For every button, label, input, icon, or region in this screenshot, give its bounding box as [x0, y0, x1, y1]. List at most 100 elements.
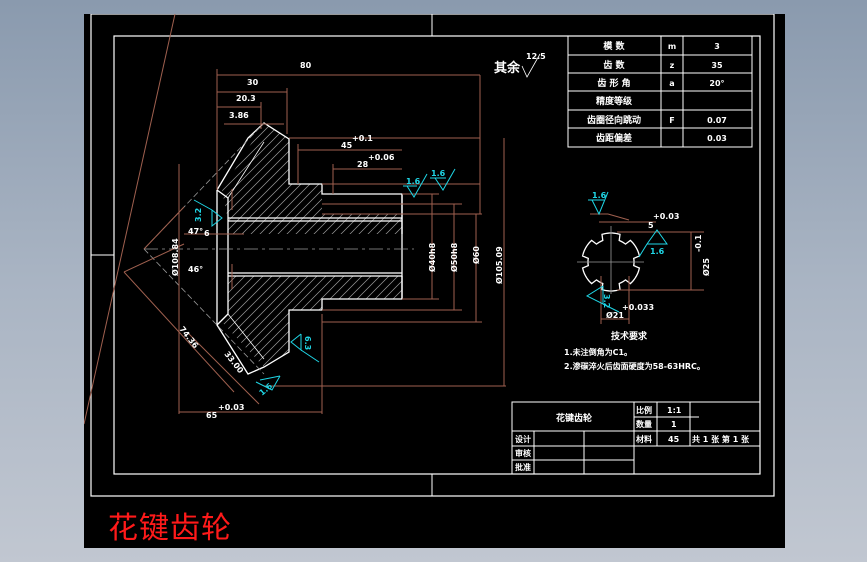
hatch-line: [658, 114, 785, 394]
roughness-other-symbol: [521, 53, 541, 78]
hatch-line: [84, 114, 200, 394]
hatch-line: [396, 276, 402, 367]
hatch-line: [222, 276, 300, 367]
dim-74-36: 74.36: [177, 325, 200, 351]
hatch-line: [676, 114, 785, 394]
hatch-line: [222, 276, 390, 367]
svg-text:1.6: 1.6: [406, 177, 421, 186]
hatch-line: [496, 114, 776, 394]
param-cell: F: [669, 116, 674, 125]
title-block: [511, 401, 761, 475]
qty-label: 数量: [636, 419, 652, 429]
hatch-line: [234, 276, 402, 367]
spline-section-view: [577, 191, 704, 324]
cad-drawing: 80 30 20.3 3.86 45 +0.1 28 +0.06 6 47° 4…: [83, 13, 785, 497]
param-cell: 精度等级: [596, 95, 633, 107]
dim-28: 28: [357, 160, 369, 169]
angle-47: 47°: [188, 227, 203, 236]
hatch-line: [306, 123, 402, 234]
hatch-line: [222, 276, 318, 367]
hatch-line: [222, 123, 402, 234]
sheets-count: 共 1 张 第 1 张: [692, 434, 750, 444]
svg-text:3.2: 3.2: [194, 208, 203, 222]
hatch-line: [84, 114, 164, 394]
dim-dia-40: Ø40h8: [427, 242, 437, 272]
hatch-line: [222, 123, 228, 234]
param-cell: 20°: [709, 79, 724, 88]
drawing-sheet: 80 30 20.3 3.86 45 +0.1 28 +0.06 6 47° 4…: [83, 13, 785, 548]
hatch-line: [222, 276, 402, 367]
roughness-other-label: 其余: [494, 60, 521, 76]
hatch-line: [222, 276, 354, 367]
hatch-line: [297, 276, 402, 367]
section-roughness-top: 1.6: [592, 191, 607, 200]
hatch-line: [270, 276, 402, 367]
hatch-line: [84, 114, 182, 394]
hatch-line: [222, 123, 402, 234]
dim-80: 80: [300, 61, 312, 70]
part-name: 花键齿轮: [556, 412, 592, 424]
hatch-line: [222, 123, 300, 234]
dim-20-3: 20.3: [236, 94, 256, 103]
dim-dia-108: Ø108.84: [170, 238, 180, 276]
material-value: 45: [668, 435, 680, 444]
tech-req-item: 1.未注倒角为C1。: [564, 347, 632, 357]
hatch-line: [84, 114, 182, 394]
hatch-line: [84, 114, 209, 394]
spline-width-tol: +0.03: [653, 212, 679, 221]
dim-28-tolerance: +0.06: [368, 153, 395, 162]
hatch-line: [222, 123, 390, 234]
qty-value: 1: [671, 420, 677, 429]
material-label: 材料: [636, 434, 652, 444]
hatch-line: [658, 114, 785, 394]
dim-3-86: 3.86: [229, 111, 249, 120]
dim-65: 65: [206, 411, 218, 420]
hatch-line: [222, 276, 309, 367]
hatch-line: [222, 123, 318, 234]
hatch-line: [222, 123, 327, 234]
dim-6: 6: [204, 229, 210, 238]
dim-dia-105: Ø105.09: [494, 246, 504, 284]
section-roughness-right: 1.6: [650, 247, 665, 256]
hatch-line: [667, 114, 785, 394]
hatch-line: [324, 123, 402, 234]
dim-33: 33.00: [222, 350, 245, 376]
hatch-line: [222, 276, 327, 367]
param-cell: z: [670, 61, 675, 70]
spline-outer-dia: Ø25: [701, 258, 711, 276]
hatch-line: [306, 276, 402, 367]
angle-46: 46°: [188, 265, 203, 274]
svg-text:1.6: 1.6: [431, 169, 446, 178]
param-cell: 齿圈径向跳动: [587, 114, 641, 126]
design-label: 设计: [515, 434, 531, 444]
dim-30: 30: [247, 78, 259, 87]
hatch-line: [84, 114, 209, 394]
hatch-line: [649, 114, 785, 394]
hatch-line: [297, 123, 402, 234]
hatch-line: [222, 276, 228, 367]
hatch-line: [222, 123, 345, 234]
param-cell: 35: [711, 61, 723, 70]
hatch-line: [222, 276, 237, 367]
dim-dia-50: Ø50h8: [449, 242, 459, 272]
hatch-line: [222, 123, 402, 234]
hatch-line: [84, 114, 173, 394]
hatch-line: [222, 276, 402, 367]
spline-inner-tol: +0.033: [622, 303, 654, 312]
svg-text:6.3: 6.3: [303, 336, 312, 350]
hatch-line: [222, 276, 345, 367]
hatch-line: [222, 276, 402, 367]
hatch-line: [505, 114, 785, 394]
hatch-line: [496, 114, 776, 394]
hatch-line: [222, 123, 336, 234]
hatch-line: [406, 114, 686, 394]
hatch-line: [84, 114, 200, 394]
tech-req-item: 2.渗碳淬火后齿面硬度为58-63HRC。: [564, 361, 705, 371]
param-cell: 齿距偏差: [596, 132, 632, 144]
hatch-line: [222, 276, 402, 367]
gear-section-outline: [216, 122, 403, 375]
param-cell: m: [668, 42, 676, 51]
hatch-line: [505, 114, 785, 394]
param-cell: a: [669, 79, 674, 88]
hatch-line: [222, 123, 354, 234]
